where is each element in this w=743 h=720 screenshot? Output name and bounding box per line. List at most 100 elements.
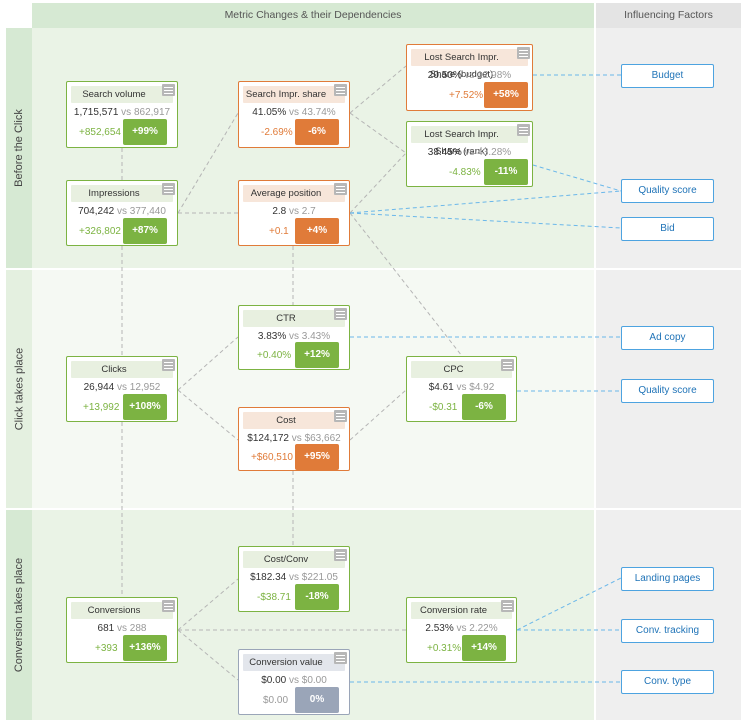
pct-badge: +58% [484,82,528,108]
menu-icon[interactable] [162,359,175,371]
menu-icon[interactable] [334,410,347,422]
card-title: Search Impr. share [243,86,345,103]
card-clicks[interactable]: Clicks 26,944 vs 12,952 +13,992 +108% [66,356,178,422]
previous-value: $221.05 [301,572,338,583]
pct-badge: +95% [295,444,339,470]
delta-value: +393 [95,643,118,654]
menu-icon[interactable] [501,359,514,371]
card-title: Conversions [71,602,173,619]
menu-icon[interactable] [517,47,530,59]
current-value: $0.00 [261,675,287,686]
previous-value: 12.98% [477,70,512,81]
card-average-position[interactable]: Average position 2.8 vs 2.7 +0.1 +4% [238,180,350,246]
card-title: CPC [411,361,512,378]
previous-value: 3.43% [301,331,331,342]
factors-header-band [596,3,741,28]
pct-badge: -6% [295,119,339,145]
current-value: $124,172 [247,433,289,444]
card-ctr[interactable]: CTR 3.83% vs 3.43% +0.40% +12% [238,305,350,370]
previous-value: 2.7 [301,206,316,217]
current-value: 20.50% [427,70,462,81]
card-title: Cost/Conv [243,551,345,568]
menu-icon[interactable] [162,600,175,612]
current-value: 3.83% [257,331,287,342]
pct-badge: +12% [295,342,339,368]
previous-value: 43.28% [477,147,512,158]
pct-badge: +136% [123,635,167,661]
card-conversion-rate[interactable]: Conversion rate 2.53% vs 2.22% +0.31% +1… [406,597,517,663]
menu-icon[interactable] [501,600,514,612]
previous-value: 288 [129,623,147,634]
card-title: Lost Search Impr. Share (budget) [411,49,528,80]
previous-value: 2.22% [469,623,498,634]
pct-badge: -18% [295,584,339,610]
card-title: Search volume [71,86,173,103]
previous-value: $4.92 [469,382,495,393]
delta-value: +852,654 [79,127,121,138]
card-title: Cost [243,412,345,429]
pct-badge: -6% [462,394,506,420]
previous-value: $63,662 [304,433,341,444]
current-value: 2.53% [425,623,454,634]
section-before-label-bg [6,28,32,268]
previous-value: 12,952 [129,382,161,393]
pct-badge: +87% [123,218,167,244]
pct-badge: +4% [295,218,339,244]
menu-icon[interactable] [334,308,347,320]
previous-value: $0.00 [301,675,327,686]
delta-value: +0.31% [427,643,462,654]
card-conversions[interactable]: Conversions 681 vs 288 +393 +136% [66,597,178,663]
delta-value: +326,802 [79,226,121,237]
delta-value: $0.00 [263,695,289,706]
card-search-volume[interactable]: Search volume 1,715,571 vs 862,917 +852,… [66,81,178,148]
card-title: Conversion value [243,654,345,671]
delta-value: -4.83% [449,167,481,178]
pct-badge: -11% [484,159,528,185]
card-cpc[interactable]: CPC $4.61 vs $4.92 -$0.31 -6% [406,356,517,422]
current-value: $182.34 [250,572,287,583]
card-cost-conv[interactable]: Cost/Conv $182.34 vs $221.05 -$38.71 -18… [238,546,350,612]
menu-icon[interactable] [162,183,175,195]
card-cost[interactable]: Cost $124,172 vs $63,662 +$60,510 +95% [238,407,350,471]
pct-badge: +14% [462,635,506,661]
delta-value: -$0.31 [429,402,458,413]
card-title: Impressions [71,185,173,202]
delta-value: -2.69% [261,127,293,138]
pct-badge: +108% [123,394,167,420]
card-conversion-value[interactable]: Conversion value $0.00 vs $0.00 $0.00 0% [238,649,350,715]
pct-badge: 0% [295,687,339,713]
factor-budget[interactable]: Budget [621,64,714,88]
delta-value: +0.1 [269,226,289,237]
card-search-impr-share[interactable]: Search Impr. share 41.05% vs 43.74% -2.6… [238,81,350,148]
factor-landing-pages[interactable]: Landing pages [621,567,714,591]
current-value: 2.8 [272,206,287,217]
card-title: Average position [243,185,345,202]
menu-icon[interactable] [334,183,347,195]
current-value: 26,944 [83,382,115,393]
previous-value: 377,440 [129,206,166,217]
factor-ad-copy[interactable]: Ad copy [621,326,714,350]
menu-icon[interactable] [334,549,347,561]
card-impressions[interactable]: Impressions 704,242 vs 377,440 +326,802 … [66,180,178,246]
delta-value: +7.52% [449,90,484,101]
menu-icon[interactable] [334,84,347,96]
menu-icon[interactable] [334,652,347,664]
previous-value: 43.74% [301,107,336,118]
previous-value: 862,917 [133,107,171,118]
factor-conv-tracking[interactable]: Conv. tracking [621,619,714,643]
menu-icon[interactable] [162,84,175,96]
diagram-title: Metric Changes & their Dependencies [224,9,402,21]
current-value: 38.45% [427,147,462,158]
factors-title: Influencing Factors [624,9,713,21]
factor-conv-type[interactable]: Conv. type [621,670,714,694]
menu-icon[interactable] [517,124,530,136]
card-lost-search-impr-share-budget[interactable]: Lost Search Impr. Share (budget) 20.50% … [406,44,533,111]
current-value: $4.61 [428,382,454,393]
factor-quality-score-cpc[interactable]: Quality score [621,379,714,403]
factor-bid[interactable]: Bid [621,217,714,241]
card-title: Conversion rate [411,602,512,619]
card-lost-search-impr-share-rank[interactable]: Lost Search Impr. Share (rank) 38.45% vs… [406,121,533,187]
current-value: 704,242 [78,206,115,217]
factor-quality-score[interactable]: Quality score [621,179,714,203]
